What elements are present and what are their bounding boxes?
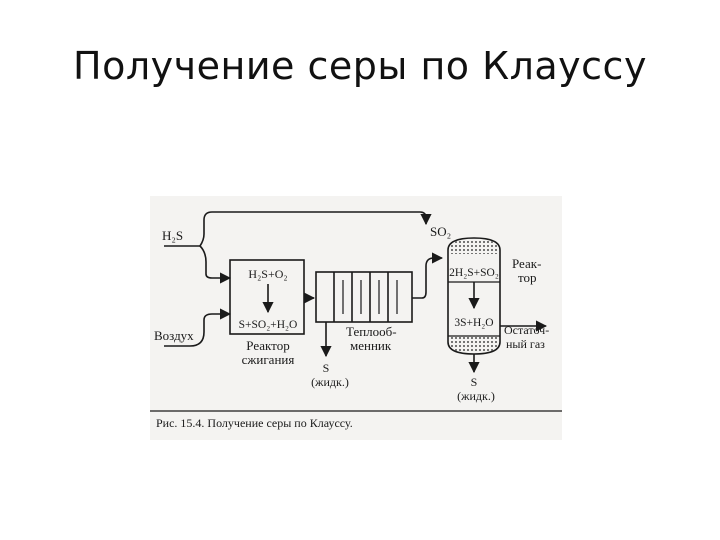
- combustion-reaction-top: H₂S+O₂: [248, 267, 287, 281]
- h2s-bypass-line: [199, 211, 432, 247]
- so2-label: SO₂: [430, 224, 451, 239]
- figure-caption: Рис. 15.4. Получение серы по Клауссу.: [156, 416, 353, 430]
- claus-reactor-label-1: Реак-: [512, 256, 541, 271]
- catalyst-bed-top: [449, 239, 499, 254]
- tail-gas-label-2: ный газ: [506, 337, 545, 351]
- heat-exchanger-label-2: менник: [350, 338, 392, 353]
- air-label: Воздух: [154, 328, 194, 343]
- slide-title: Получение серы по Клауссу: [73, 44, 647, 88]
- exchanger-sulfur-label: S: [323, 361, 330, 375]
- combustion-reaction-bottom: S+SO₂+H₂O: [239, 319, 298, 331]
- exchanger-to-reactor-line: [412, 252, 444, 299]
- combustion-reactor-label-2: сжигания: [242, 352, 295, 367]
- air-feed-line: [164, 308, 232, 347]
- tail-gas-label-1: Остаточ-: [504, 323, 549, 337]
- claus-reactor-vessel: [447, 237, 501, 355]
- heat-exchanger-label-1: Теплооб-: [346, 324, 397, 339]
- claus-reaction-top: 2H₂S+SO₂: [449, 267, 499, 279]
- catalyst-bed-bottom: [449, 336, 499, 353]
- combustion-reactor-label-1: Реактор: [246, 338, 289, 353]
- reactor-sulfur-label: S: [471, 375, 478, 389]
- claus-process-figure: H₂S Воздух H₂S+O₂ S+SO₂+H₂O Реактор сжиг…: [150, 196, 562, 440]
- h2s-label: H₂S: [162, 228, 183, 243]
- claus-reactor-label-2: тор: [518, 270, 537, 285]
- reactor-sulfur-state: (жидк.): [457, 389, 495, 403]
- claus-process-diagram: H₂S Воздух H₂S+O₂ S+SO₂+H₂O Реактор сжиг…: [150, 211, 562, 430]
- h2s-to-reactor-line: [199, 245, 232, 284]
- claus-reaction-bottom: 3S+H₂O: [454, 317, 493, 329]
- heat-exchanger-box: [315, 271, 413, 323]
- exchanger-sulfur-state: (жидк.): [311, 375, 349, 389]
